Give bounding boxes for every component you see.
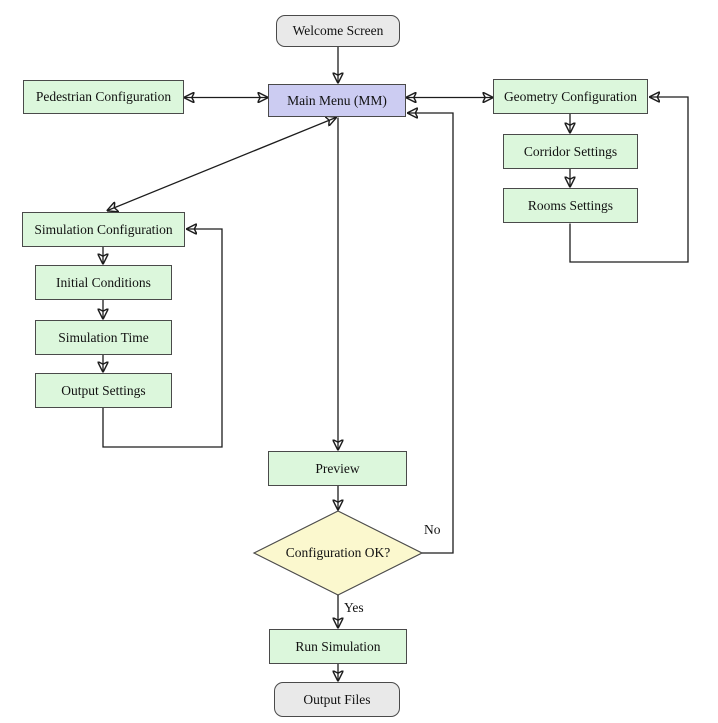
node-main-menu-label: Main Menu (MM) (287, 92, 387, 108)
edge-label-yes: Yes (344, 600, 364, 615)
node-geometry-configuration: Geometry Configuration (493, 79, 648, 114)
node-output-settings-label: Output Settings (61, 382, 146, 398)
edge-rooms-return-to-geometry (569, 97, 689, 263)
node-pedestrian-configuration: Pedestrian Configuration (23, 80, 184, 114)
node-main-menu: Main Menu (MM) (268, 84, 406, 117)
node-corridor-settings: Corridor Settings (503, 134, 638, 169)
node-pedestrian-configuration-label: Pedestrian Configuration (35, 89, 172, 105)
node-configuration-ok-label: Configuration OK? (285, 545, 391, 561)
node-simulation-configuration-label: Simulation Configuration (34, 221, 173, 237)
node-corridor-settings-label: Corridor Settings (523, 143, 618, 159)
node-configuration-ok: Configuration OK? (254, 536, 422, 570)
node-simulation-time-label: Simulation Time (58, 329, 149, 345)
node-rooms-settings-label: Rooms Settings (527, 197, 614, 213)
edge-main-menu-simulation-config (108, 118, 337, 211)
node-initial-conditions: Initial Conditions (35, 265, 172, 300)
edge-outputsettings-return-to-simconfig (102, 229, 223, 448)
node-rooms-settings: Rooms Settings (503, 188, 638, 223)
edge-label-no: No (424, 522, 441, 537)
node-simulation-time: Simulation Time (35, 320, 172, 355)
edge-decision-no-return-to-main-menu (408, 113, 454, 554)
node-preview: Preview (268, 451, 407, 486)
node-run-simulation: Run Simulation (269, 629, 407, 664)
node-welcome-screen-label: Welcome Screen (292, 23, 384, 39)
node-output-files-label: Output Files (303, 691, 371, 707)
node-output-settings: Output Settings (35, 373, 172, 408)
node-welcome-screen: Welcome Screen (276, 15, 400, 47)
node-geometry-configuration-label: Geometry Configuration (503, 88, 638, 104)
node-initial-conditions-label: Initial Conditions (56, 274, 151, 290)
node-simulation-configuration: Simulation Configuration (22, 212, 185, 247)
node-preview-label: Preview (315, 460, 360, 476)
node-output-files: Output Files (274, 682, 400, 717)
node-run-simulation-label: Run Simulation (295, 638, 381, 654)
